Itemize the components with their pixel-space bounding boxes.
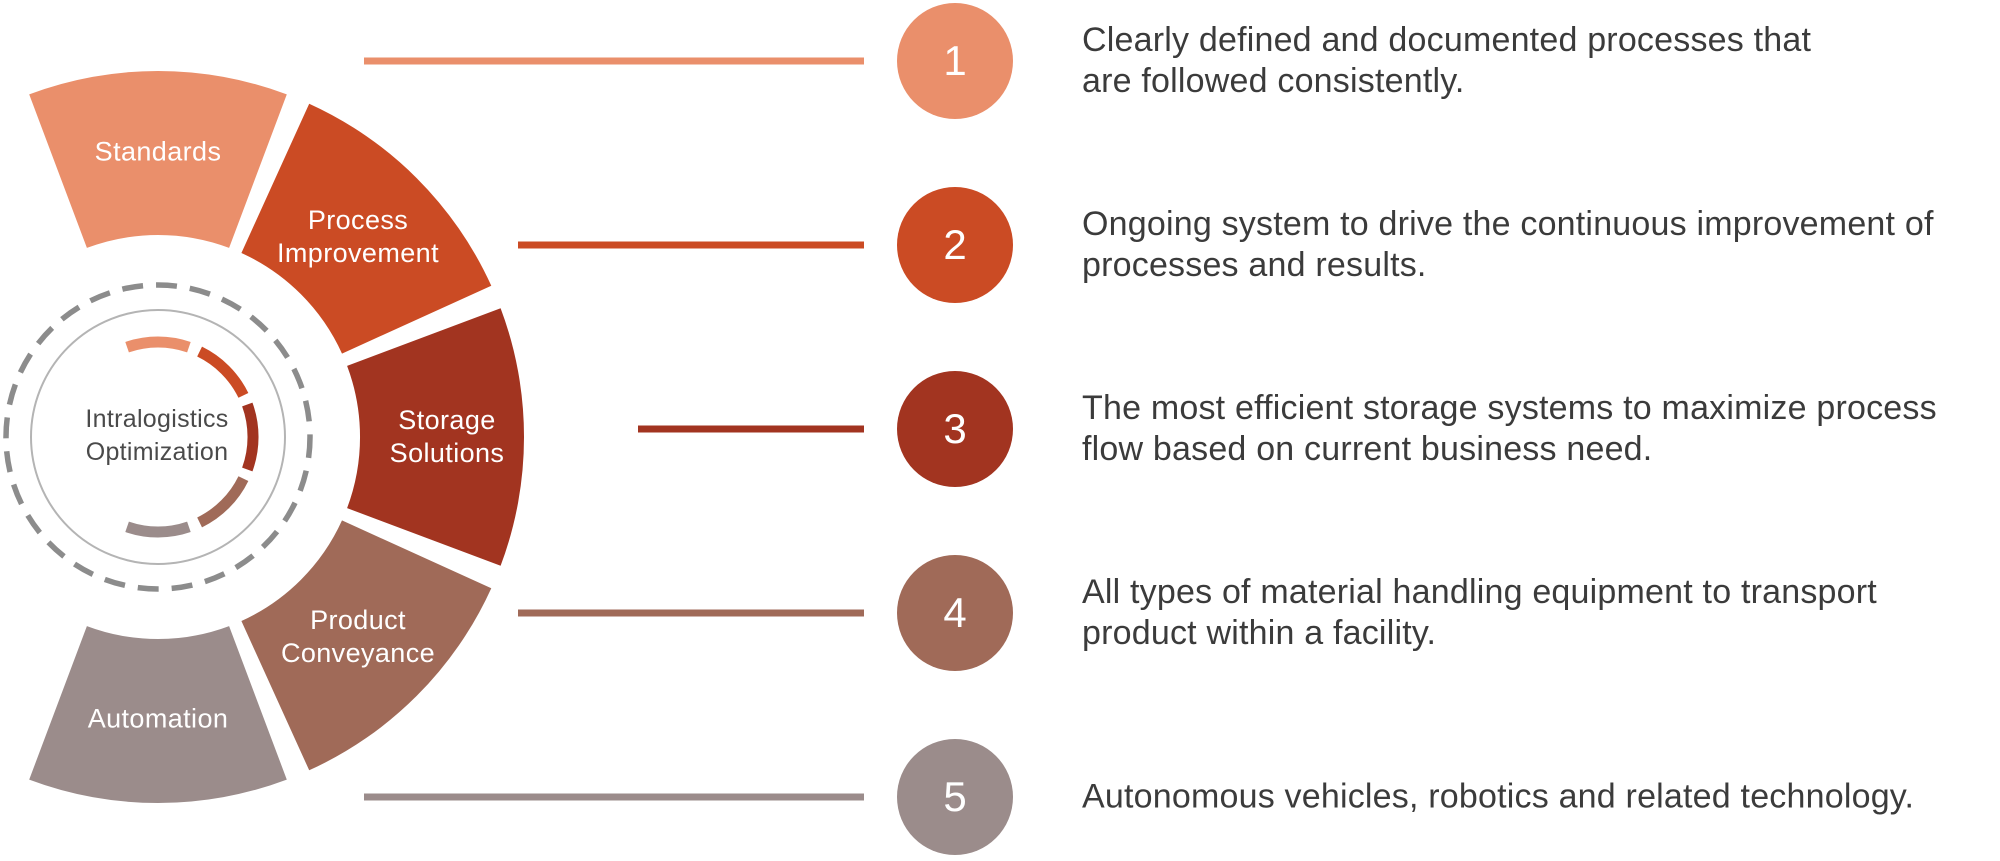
fan-segment-storage-solutions <box>347 308 525 566</box>
item-3-number-circle: 3 <box>897 371 1013 487</box>
item-4-description: All types of material handling equipment… <box>1082 573 1877 652</box>
item-1-number-circle: 1 <box>897 3 1013 119</box>
inner-arc-automation <box>125 521 191 538</box>
fan-label-process-improvement: Process Improvement <box>277 205 439 268</box>
fan-segment-standards <box>29 70 287 248</box>
item-1-number: 1 <box>943 37 967 84</box>
center-label: Intralogistics Optimization <box>85 405 229 466</box>
item-5-number: 5 <box>943 773 967 820</box>
inner-arc-process-improvement <box>197 346 249 398</box>
fan-label-automation: Automation <box>87 703 229 734</box>
item-4-number-circle: 4 <box>897 555 1013 671</box>
fan-segment-automation <box>29 626 287 804</box>
solid-ring <box>30 309 286 565</box>
inner-arc-standards <box>125 336 191 353</box>
fan-label-standards: Standards <box>94 136 222 167</box>
fan-label-product-conveyance: Product Conveyance <box>280 605 436 668</box>
item-2-description: Ongoing system to drive the continuous i… <box>1082 205 1934 284</box>
fan-label-storage-solutions: Storage Solutions <box>389 405 505 468</box>
inner-arc-storage-solutions <box>242 402 259 472</box>
item-4-number: 4 <box>943 589 967 636</box>
item-5-number-circle: 5 <box>897 739 1013 855</box>
item-5-description: Autonomous vehicles, robotics and relate… <box>1082 777 1915 816</box>
item-1-description: Clearly defined and documented processes… <box>1082 21 1812 100</box>
item-3-number: 3 <box>943 405 967 452</box>
fan-segment-product-conveyance <box>241 520 492 771</box>
item-3-description: The most efficient storage systems to ma… <box>1082 389 1937 468</box>
item-2-number-circle: 2 <box>897 187 1013 303</box>
dashed-ring <box>3 282 313 592</box>
item-2-number: 2 <box>943 221 967 268</box>
fan-segment-process-improvement <box>241 103 492 354</box>
inner-arc-product-conveyance <box>197 476 249 528</box>
